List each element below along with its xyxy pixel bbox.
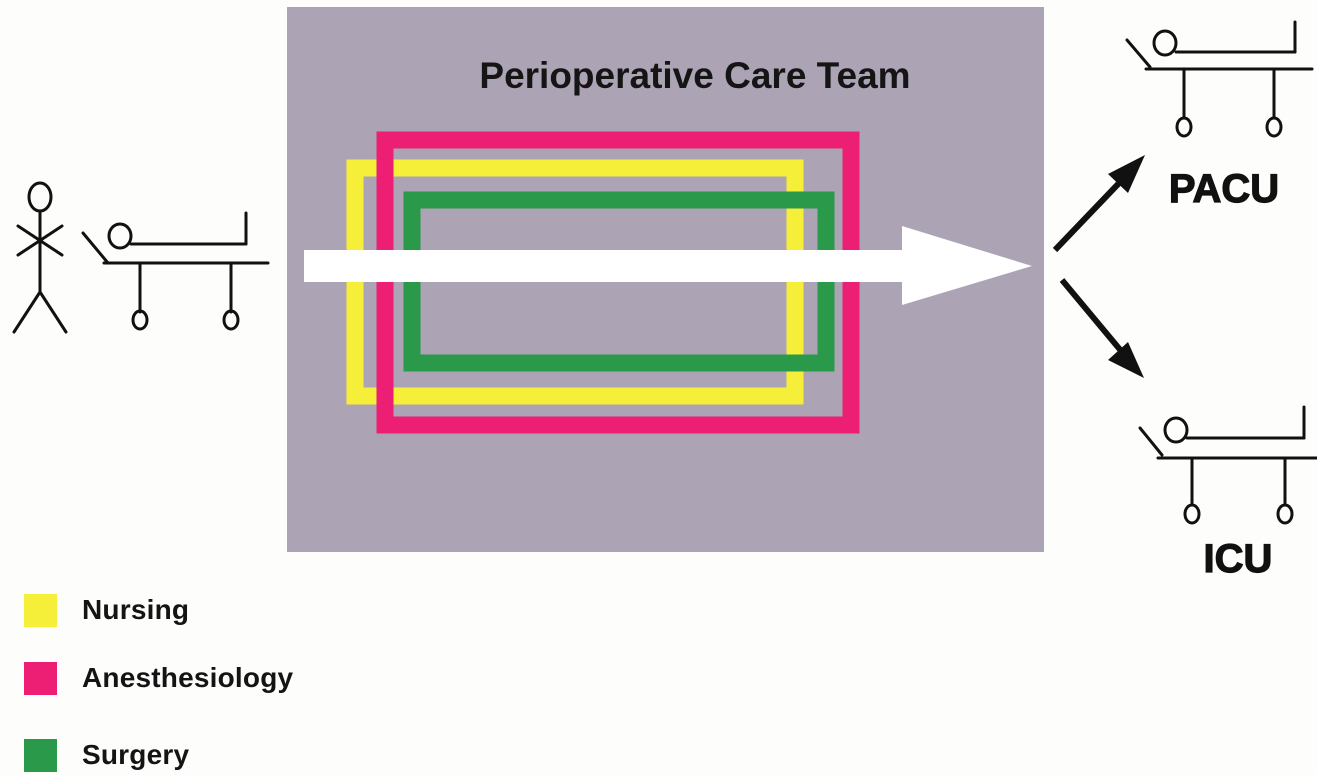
anesthesiology-frame [376,131,860,434]
legend-item-surgery: Surgery [24,735,189,775]
legend-label-anesthesiology: Anesthesiology [82,662,294,693]
icu-stretcher-icon [1138,405,1317,525]
legend-item-anesthesiology: Anesthesiology [24,658,293,698]
legend-label-surgery: Surgery [82,739,190,770]
legend-swatch-anesthesiology [24,661,57,695]
stretcher-icon [81,211,270,331]
care-team-title: Perioperative Care Team [479,55,910,96]
legend-label-nursing: Nursing [82,594,190,625]
branch-arrow-icon [1052,155,1145,378]
pacu-stretcher-icon [1125,20,1314,138]
legend-swatch-surgery [24,738,57,772]
legend-swatch-nursing [24,593,57,627]
icu-label: ICU [1204,537,1273,581]
pacu-label: PACU [1169,167,1279,211]
flow-arrow-icon [304,226,1032,305]
person-icon [12,181,68,334]
legend-item-nursing: Nursing [24,590,189,630]
